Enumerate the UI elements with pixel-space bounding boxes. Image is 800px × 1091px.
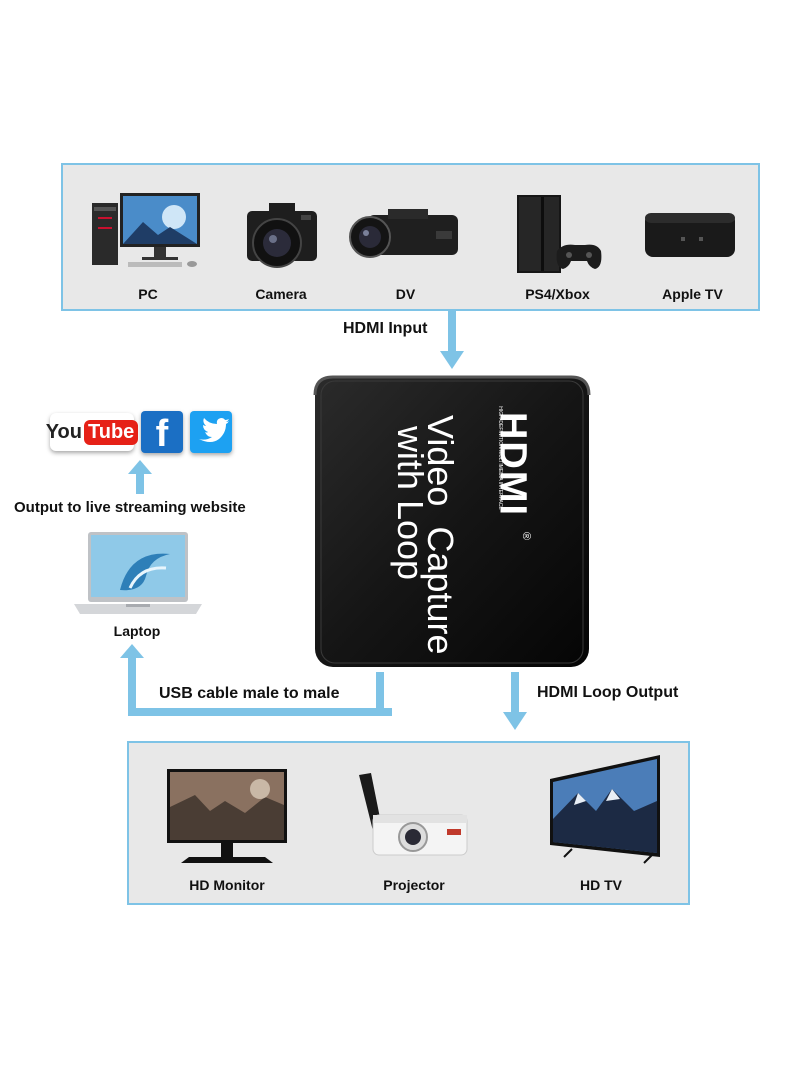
output-devices-panel: HD Monitor Projector HD TV [127, 741, 690, 905]
output-label-hd-monitor: HD Monitor [189, 877, 265, 893]
device-registered-mark: ® [520, 531, 533, 541]
hdmi-input-arrow [440, 311, 464, 371]
camera-icon [241, 201, 321, 276]
facebook-icon: f [141, 411, 183, 453]
hdmi-loop-output-label: HDMI Loop Output [537, 684, 679, 701]
source-label-ps4-xbox: PS4/Xbox [525, 286, 590, 302]
device-title-line2: with Loop [390, 425, 431, 581]
youtube-tube: Tube [84, 419, 139, 445]
streaming-up-arrow [128, 460, 152, 496]
twitter-icon [190, 411, 232, 453]
hdmi-input-label: HDMI Input [343, 320, 428, 337]
source-label-pc: PC [138, 286, 158, 302]
pc-icon [88, 187, 208, 272]
youtube-logo: You Tube [46, 413, 139, 451]
output-label-projector: Projector [383, 877, 445, 893]
projector-icon [351, 771, 476, 866]
youtube-you: You [45, 420, 82, 443]
source-label-camera: Camera [255, 286, 307, 302]
video-capture-device [313, 373, 591, 671]
laptop-icon [70, 530, 206, 620]
output-label-hd-tv: HD TV [580, 877, 622, 893]
source-label-dv: DV [395, 286, 416, 302]
facebook-letter: f [155, 413, 169, 453]
camcorder-icon [348, 207, 463, 267]
game-console-icon [511, 193, 603, 278]
source-devices-panel: PC Camera DV [61, 163, 760, 311]
output-streaming-label: Output to live streaming website [14, 499, 246, 516]
laptop-label: Laptop [113, 623, 161, 639]
usb-cable-label: USB cable male to male [159, 685, 340, 702]
usb-cable-path [120, 640, 392, 720]
monitor-icon [165, 767, 290, 867]
source-label-apple-tv: Apple TV [662, 286, 723, 302]
device-brand-subtext: HIGH-DEFINITION MULTIMEDIA INTERFACE [497, 406, 503, 510]
hdmi-loop-output-arrow [503, 672, 527, 734]
tv-icon [544, 753, 664, 868]
apple-tv-icon [641, 209, 739, 264]
